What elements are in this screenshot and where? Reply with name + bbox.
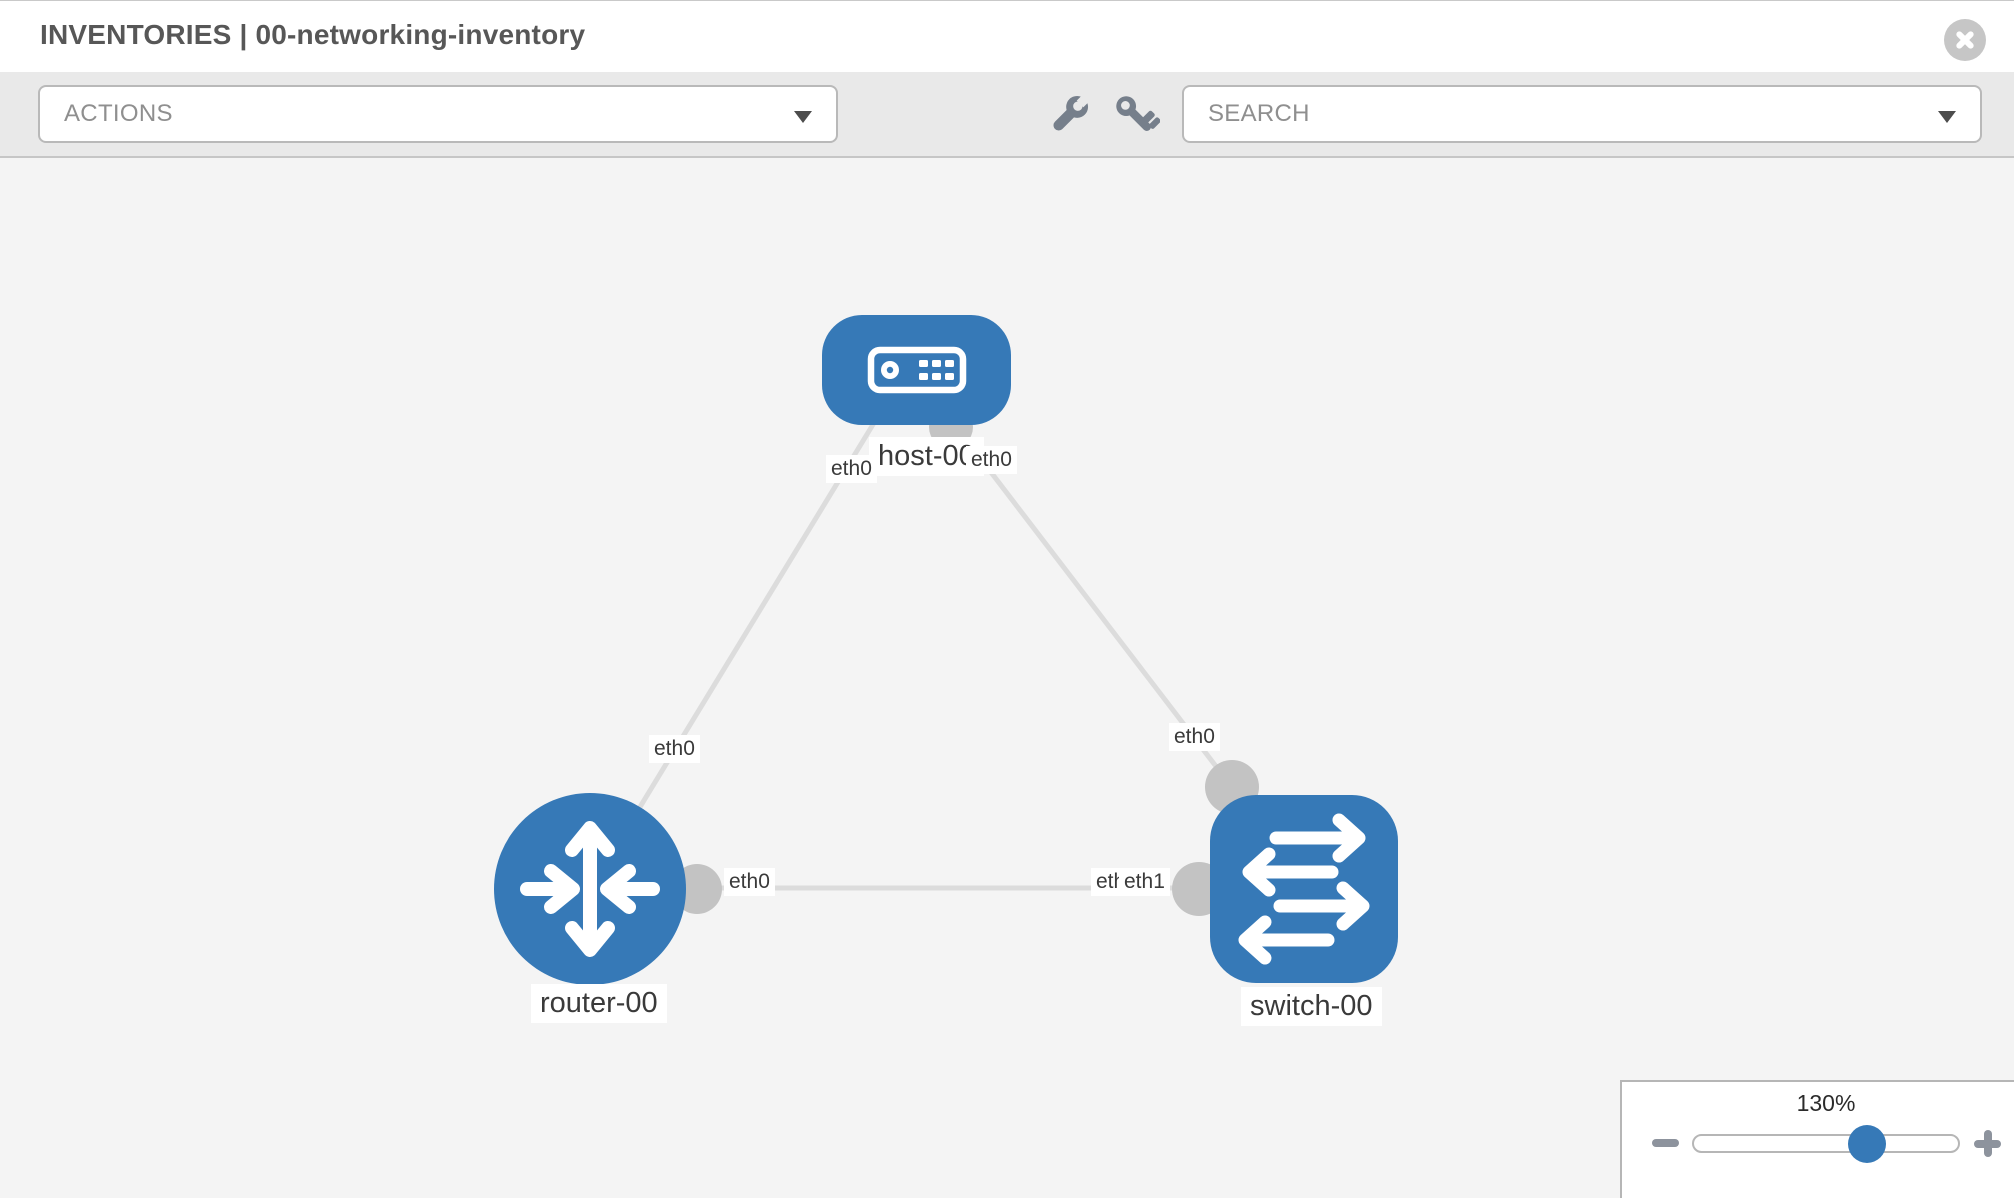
- topology-links: [587, 405, 1300, 916]
- host-icon: [867, 346, 966, 394]
- wrench-icon[interactable]: [1044, 90, 1094, 140]
- node-router-00[interactable]: [494, 793, 686, 985]
- search-dropdown[interactable]: SEARCH: [1182, 85, 1982, 143]
- zoom-slider-knob[interactable]: [1848, 1125, 1886, 1163]
- zoom-slider[interactable]: [1692, 1125, 1960, 1163]
- interface-label: eth0: [966, 446, 1017, 474]
- interface-label: eth0: [1169, 723, 1220, 751]
- interface-label: eth0: [724, 868, 775, 896]
- actions-dropdown[interactable]: ACTIONS: [38, 85, 838, 143]
- zoom-panel: 130%: [1620, 1080, 2014, 1198]
- interface-label: eth1: [1119, 868, 1170, 896]
- topology-canvas[interactable]: host-00 router-00 switch-00 eth0 eth0 et…: [0, 158, 2014, 1198]
- node-host-00[interactable]: [822, 315, 1011, 425]
- switch-icon: [1238, 813, 1370, 965]
- router-icon: [520, 821, 660, 957]
- interface-label: eth0: [649, 735, 700, 763]
- page-title: INVENTORIES | 00-networking-inventory: [40, 19, 586, 50]
- header: INVENTORIES | 00-networking-inventory: [0, 0, 2014, 72]
- search-dropdown-label: SEARCH: [1208, 100, 1310, 127]
- zoom-level: 130%: [1796, 1090, 1856, 1116]
- actions-dropdown-label: ACTIONS: [64, 100, 173, 127]
- interface-label: eth0: [826, 455, 877, 483]
- zoom-in-icon[interactable]: [1974, 1130, 2001, 1157]
- node-label-host-00[interactable]: host-00: [869, 437, 984, 476]
- chevron-down-icon: [1938, 111, 1956, 123]
- node-label-switch-00[interactable]: switch-00: [1241, 987, 1382, 1026]
- chevron-down-icon: [794, 111, 812, 123]
- zoom-out-icon[interactable]: [1652, 1139, 1679, 1147]
- node-label-router-00[interactable]: router-00: [531, 984, 667, 1023]
- node-switch-00[interactable]: [1210, 795, 1398, 983]
- close-icon[interactable]: [1944, 19, 1986, 61]
- key-icon[interactable]: [1110, 90, 1161, 140]
- toolbar: ACTIONS SEARCH: [0, 72, 2014, 158]
